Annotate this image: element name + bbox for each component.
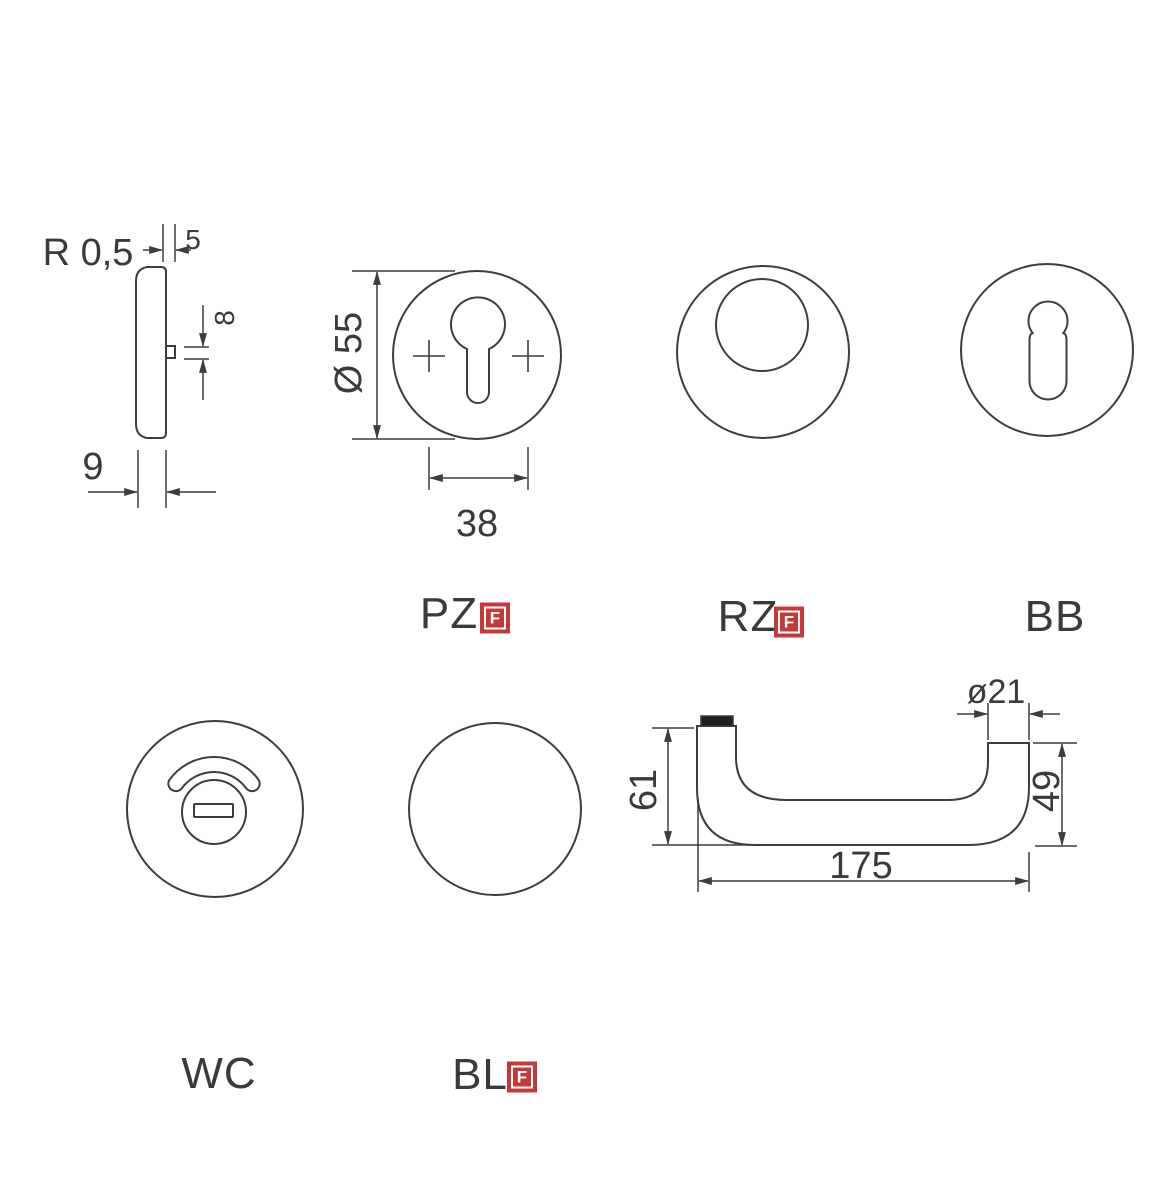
keyhole-cutout	[1027, 300, 1069, 401]
pz-fire-badge-letter: F	[484, 606, 506, 630]
dim-text-nub: 8	[209, 310, 240, 326]
dim-9	[88, 450, 216, 508]
handle-collar	[700, 715, 734, 727]
euro-cylinder-cutout	[450, 296, 506, 404]
dim-text-38: 38	[455, 503, 499, 545]
dim-text-depth: 9	[82, 446, 104, 488]
dim-diameter-55	[352, 270, 455, 440]
dim-text-diameter-55: Ø 55	[328, 311, 370, 395]
rz-rosette	[676, 265, 850, 439]
indicator-window	[167, 756, 261, 793]
pz-fire-badge: F	[480, 602, 510, 634]
dim-text-61: 61	[623, 768, 665, 812]
bb-label: BB	[1024, 592, 1086, 641]
bl-fire-badge-letter: F	[511, 1065, 533, 1089]
bl-rosette	[408, 722, 582, 896]
spindle-nub	[165, 345, 176, 359]
round-cylinder-cutout	[715, 278, 809, 372]
wc-rosette	[126, 720, 304, 898]
bl-outer-circle	[408, 722, 582, 896]
dim-49	[1033, 742, 1077, 847]
rz-label: RZ	[717, 592, 779, 641]
pz-rosette	[352, 270, 562, 490]
dim-5	[143, 224, 191, 262]
bl-fire-badge: F	[507, 1061, 537, 1093]
bl-label: BL	[452, 1050, 508, 1099]
pz-label: PZ	[419, 589, 479, 638]
dim-text-49: 49	[1026, 769, 1068, 813]
wc-label: WC	[181, 1049, 257, 1098]
dim-61	[652, 727, 750, 846]
bb-rosette	[960, 263, 1134, 437]
fixing-cross-marks	[413, 340, 544, 372]
wc-outer-circle	[126, 720, 304, 898]
side-view-radius-label: R 0,5	[42, 232, 134, 274]
dim-175	[697, 798, 1030, 892]
dim-38	[428, 447, 529, 490]
pz-outer-circle	[392, 270, 562, 440]
bb-outer-circle	[960, 263, 1134, 437]
handle-outline	[696, 725, 1030, 846]
dim-8	[184, 305, 209, 400]
rosette-side-view	[88, 224, 216, 508]
dim-text-diameter-21: ø21	[966, 673, 1026, 711]
lever-handle	[652, 703, 1077, 892]
dim-text-edge: 5	[185, 224, 201, 255]
thumbturn	[181, 779, 247, 845]
dim-text-175: 175	[829, 845, 893, 887]
dim-diameter-21	[957, 703, 1060, 740]
thumbturn-slot	[193, 803, 234, 818]
rosette-profile	[135, 266, 167, 439]
rz-fire-badge: F	[774, 606, 804, 638]
rz-fire-badge-letter: F	[778, 610, 800, 634]
rz-outer-circle	[676, 265, 850, 439]
